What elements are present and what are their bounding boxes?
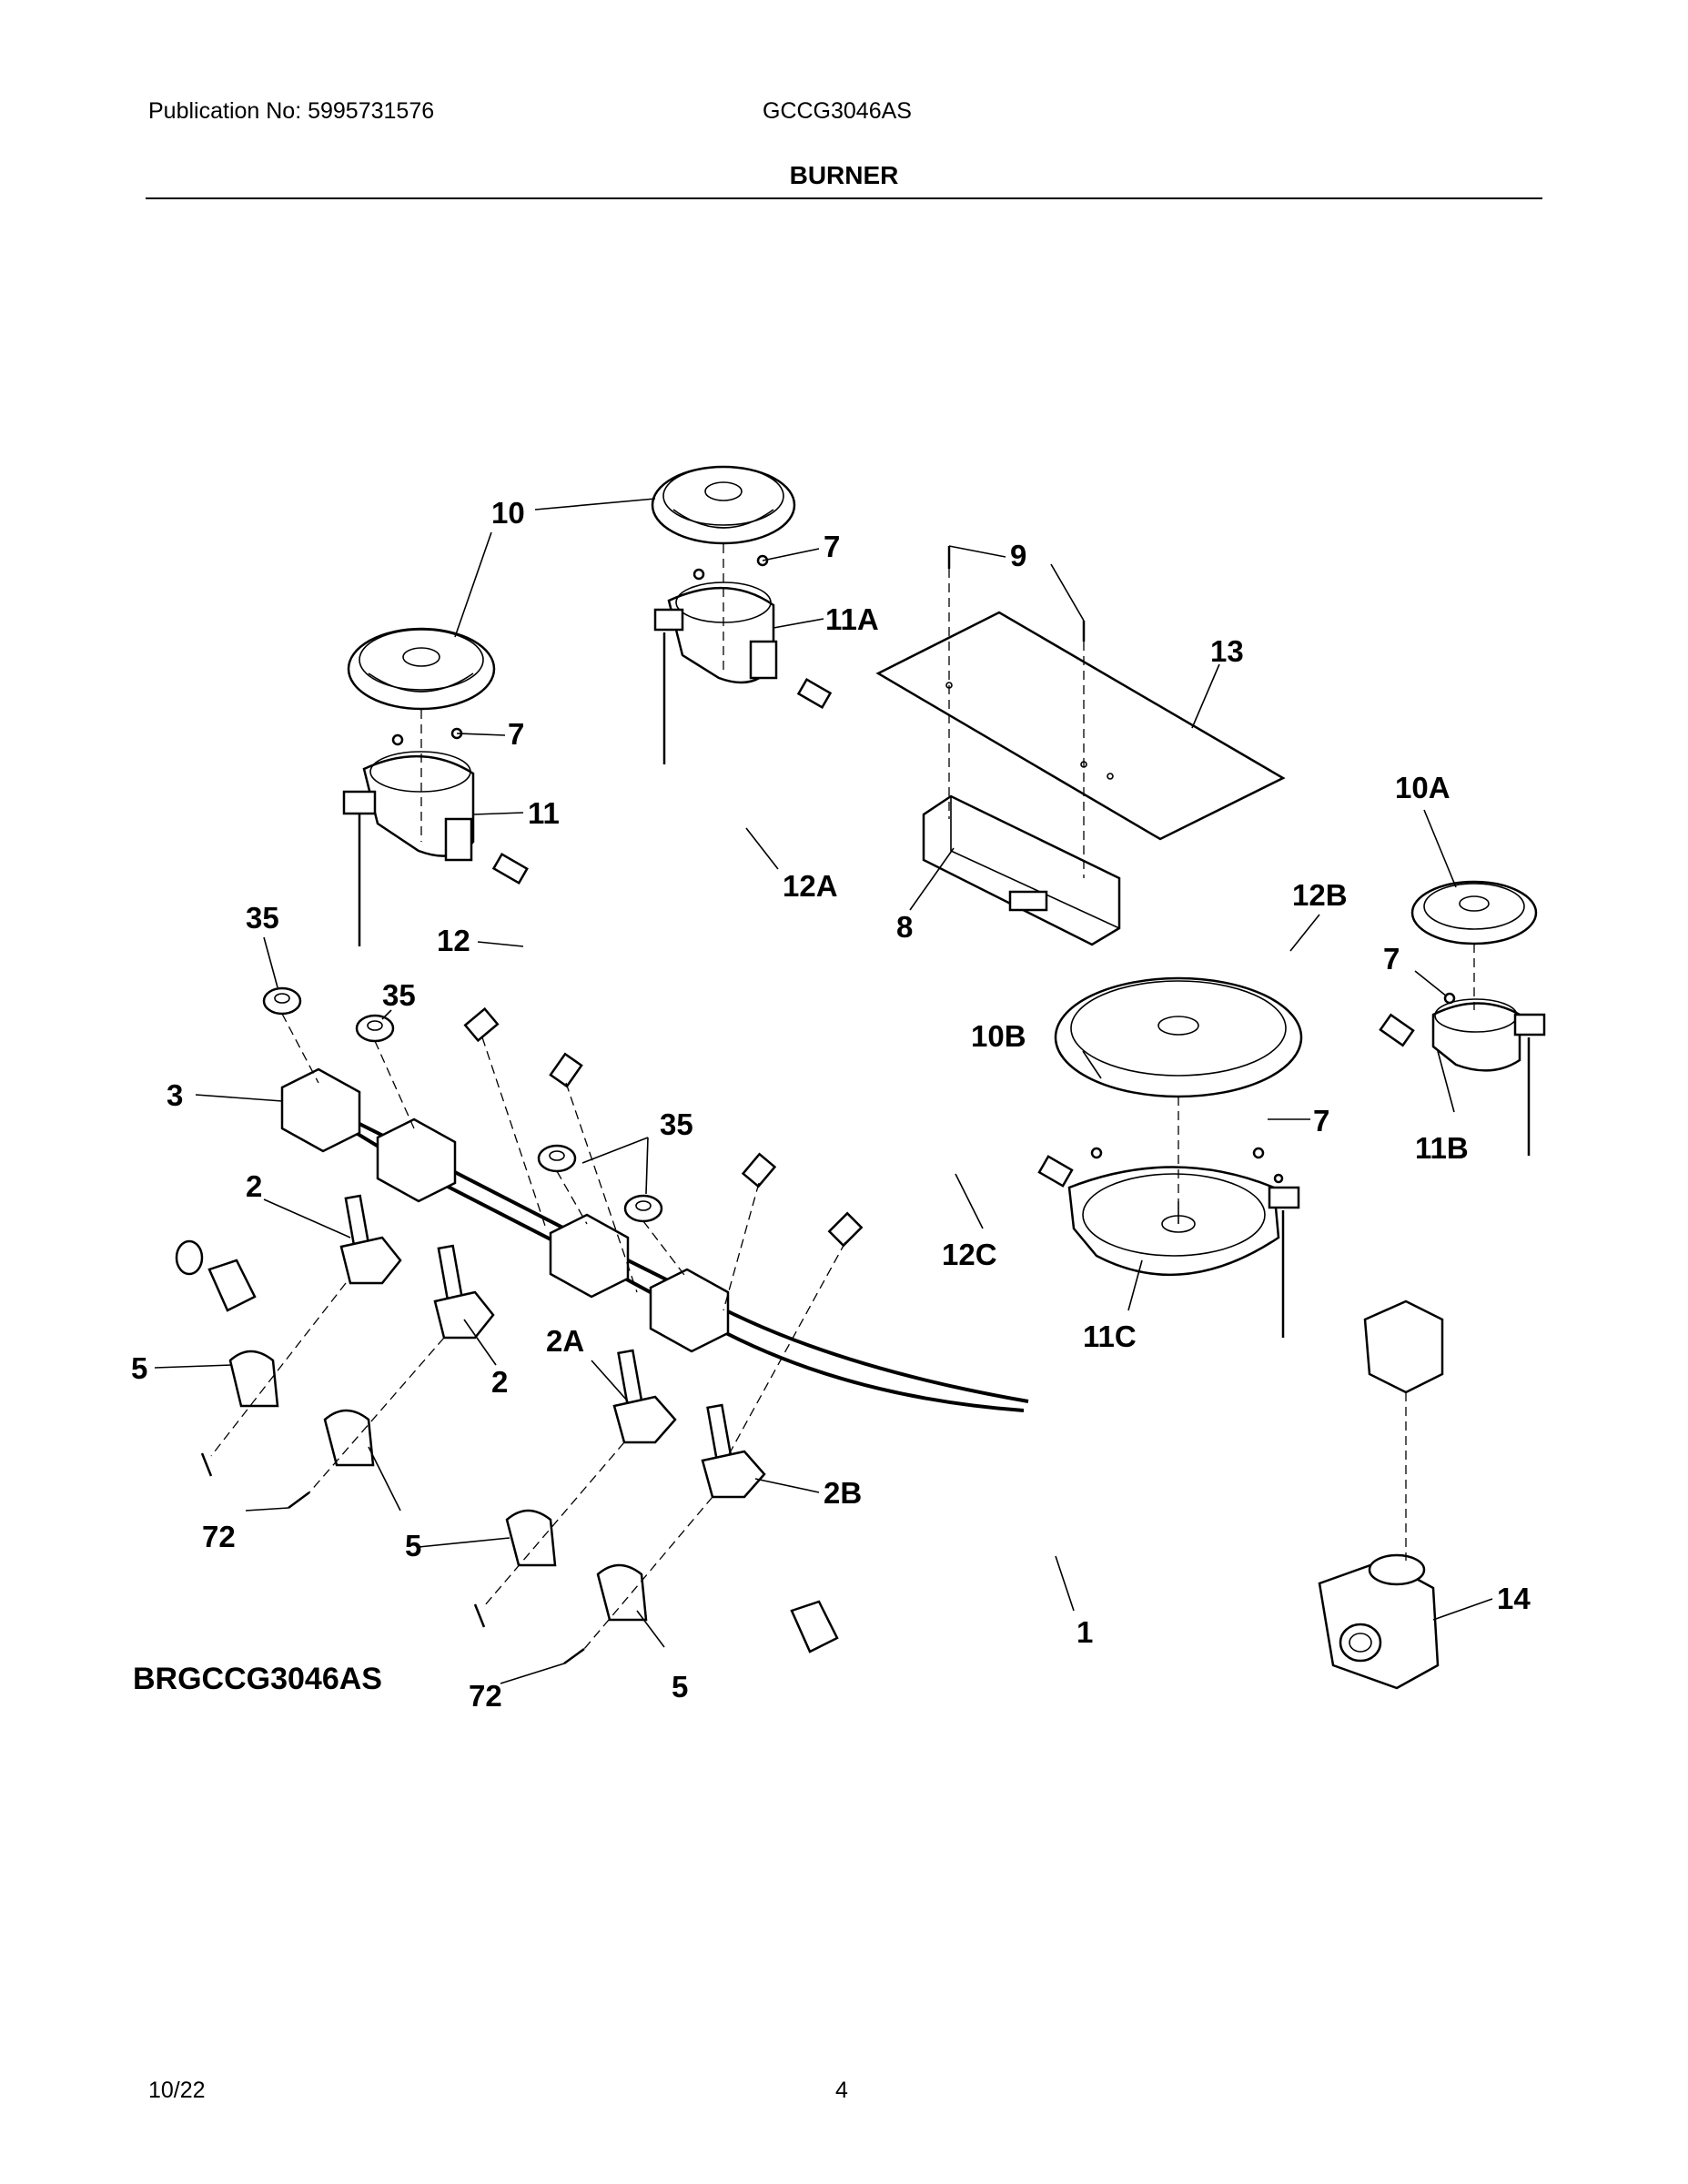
leader-lines <box>154 498 1493 1684</box>
callout-11C: 11C <box>1083 1320 1137 1353</box>
footer-date: 10/22 <box>148 2078 206 2103</box>
page-number: 4 <box>835 2078 848 2103</box>
burner-cap-10B <box>1054 976 1303 1098</box>
callout-1: 1 <box>1076 1615 1093 1649</box>
callout-10: 10 <box>491 496 525 530</box>
alignment-dashes <box>210 544 1475 1650</box>
callout-5-left: 5 <box>131 1351 147 1385</box>
burner-cap-10A <box>1410 880 1538 945</box>
burner-base-11A <box>653 581 778 764</box>
callout-10B: 10B <box>971 1019 1026 1053</box>
burner-base-11C <box>1067 1166 1300 1338</box>
callout-3: 3 <box>167 1078 183 1112</box>
callout-7-top: 7 <box>824 530 840 563</box>
callout-5-bottom: 5 <box>672 1670 688 1704</box>
callout-12B: 12B <box>1292 878 1348 912</box>
burner-base-11B <box>1431 998 1546 1156</box>
tube-12A <box>549 677 885 1088</box>
burner-cap-10-top <box>651 465 796 545</box>
callout-10A: 10A <box>1395 771 1450 804</box>
callout-5-mid: 5 <box>405 1529 421 1562</box>
ignition-switches-3 <box>280 1067 1029 1412</box>
burner-base-11 <box>342 751 475 946</box>
screws-72 <box>200 1452 585 1665</box>
grommets-35 <box>262 986 663 1223</box>
drawing-id: BRGCCG3046AS <box>133 1662 382 1696</box>
callout-35-a: 35 <box>246 901 279 935</box>
bracket-13 <box>875 611 1286 841</box>
callout-12A: 12A <box>783 869 838 903</box>
tube-12C <box>827 1136 1074 1248</box>
callout-2-lower: 2 <box>491 1365 508 1399</box>
callout-11A: 11A <box>825 602 879 636</box>
burner-cap-10-left <box>347 627 496 711</box>
callout-8: 8 <box>896 910 913 944</box>
callout-9: 9 <box>1010 539 1026 572</box>
callout-2A: 2A <box>546 1324 584 1358</box>
callout-2-top: 2 <box>246 1169 262 1203</box>
callout-7-right: 7 <box>1383 942 1400 976</box>
callout-13: 13 <box>1210 634 1244 668</box>
valves-2 <box>339 1194 766 1499</box>
section-title: BURNER <box>789 161 899 189</box>
callout-14: 14 <box>1497 1582 1531 1615</box>
header-rule <box>146 197 1542 199</box>
callout-35-b: 35 <box>382 978 416 1012</box>
callout-7-left: 7 <box>508 717 524 751</box>
spark-module-8 <box>922 794 1121 946</box>
callout-35-c: 35 <box>660 1107 693 1141</box>
callout-labels: 10 7 9 11A 13 7 11 10A 35 12 12A 12B 8 3… <box>131 496 1531 1713</box>
clips-5 <box>228 1350 648 1622</box>
model-number: GCCG3046AS <box>763 98 912 124</box>
callout-12C: 12C <box>942 1238 997 1271</box>
tube-12B <box>741 910 1415 1188</box>
callout-11: 11 <box>528 796 560 830</box>
callout-72-top: 72 <box>202 1520 236 1553</box>
tube-12 <box>463 852 576 1043</box>
callout-12: 12 <box>437 924 470 957</box>
manifold-1 <box>175 1239 1444 1653</box>
publication-number: Publication No: 5995731576 <box>148 98 435 124</box>
callout-72-bottom: 72 <box>469 1679 502 1713</box>
callout-7-center: 7 <box>1313 1104 1329 1138</box>
callout-11B: 11B <box>1415 1131 1469 1165</box>
callout-2B: 2B <box>824 1476 862 1510</box>
regulator-14 <box>1318 1553 1440 1690</box>
screws-9 <box>947 546 1086 642</box>
